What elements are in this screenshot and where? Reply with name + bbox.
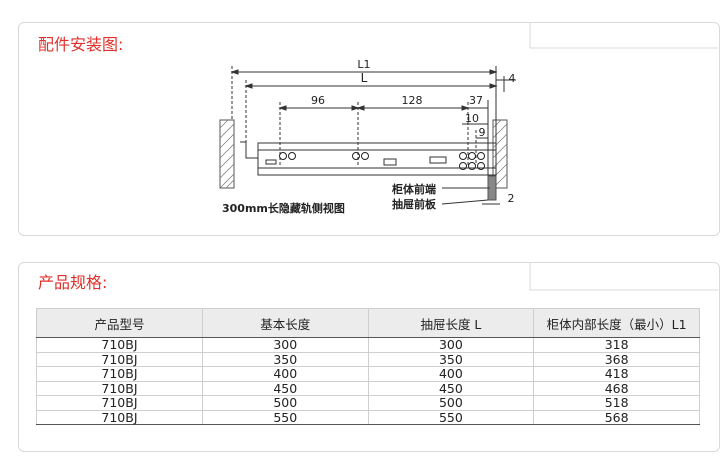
col-model-header: 产品型号 bbox=[36, 308, 203, 338]
table-row: 710BJ 500 500 518 bbox=[36, 395, 700, 411]
cabinet-front-label: 柜体前端 bbox=[391, 182, 436, 196]
col-cabinet-length-header: 柜体内部长度（最小）L1 bbox=[533, 308, 700, 338]
col-base-length-header: 基本长度 bbox=[201, 308, 369, 338]
cell-cabinet-length: 468 bbox=[533, 380, 700, 396]
dim-9-label: 9 bbox=[479, 126, 486, 139]
slide-rail-diagram: L1 L 96 128 37 10 9 4 2 柜体前端 抽屉前板 300mm长… bbox=[219, 22, 718, 215]
dim-4-label: 4 bbox=[509, 72, 516, 85]
cell-drawer-length: 300 bbox=[367, 337, 535, 353]
specs-table: 产品型号 基本长度 抽屉长度 L 柜体内部长度（最小）L1 710BJ 300 … bbox=[36, 308, 700, 425]
cell-base-length: 300 bbox=[201, 337, 369, 353]
cell-base-length: 400 bbox=[201, 366, 369, 382]
cell-cabinet-length: 568 bbox=[533, 409, 700, 425]
cell-cabinet-length: 418 bbox=[533, 366, 700, 382]
install-panel: 配件安装图: bbox=[18, 22, 720, 236]
table-row: 710BJ 450 450 468 bbox=[36, 380, 700, 396]
table-row: 710BJ 550 550 568 bbox=[36, 409, 700, 425]
dim-37-label: 37 bbox=[469, 94, 483, 107]
cell-drawer-length: 450 bbox=[367, 380, 535, 396]
dim-l1-label: L1 bbox=[357, 58, 370, 71]
cell-model: 710BJ bbox=[36, 380, 203, 396]
cell-base-length: 450 bbox=[201, 380, 369, 396]
install-title: 配件安装图: bbox=[38, 35, 124, 54]
dim-96-label: 96 bbox=[311, 94, 325, 107]
col-drawer-length-header: 抽屉长度 L bbox=[367, 308, 535, 338]
cell-model: 710BJ bbox=[36, 351, 203, 367]
cell-cabinet-length: 518 bbox=[533, 395, 700, 411]
cell-model: 710BJ bbox=[36, 366, 203, 382]
diagram-caption: 300mm长隐藏轨侧视图 bbox=[222, 201, 345, 215]
dim-l-label: L bbox=[361, 71, 368, 85]
dim-2-label: 2 bbox=[508, 192, 515, 205]
cell-drawer-length: 350 bbox=[367, 351, 535, 367]
cell-drawer-length: 500 bbox=[367, 395, 535, 411]
dim-10-label: 10 bbox=[465, 112, 479, 125]
cell-drawer-length: 550 bbox=[367, 409, 535, 425]
table-row: 710BJ 400 400 418 bbox=[36, 366, 700, 382]
cell-cabinet-length: 368 bbox=[533, 351, 700, 367]
cell-cabinet-length: 318 bbox=[533, 337, 700, 353]
cell-model: 710BJ bbox=[36, 395, 203, 411]
table-row: 710BJ 300 300 318 bbox=[36, 337, 700, 353]
cell-base-length: 500 bbox=[201, 395, 369, 411]
specs-header-row: 产品型号 基本长度 抽屉长度 L 柜体内部长度（最小）L1 bbox=[36, 308, 700, 338]
specs-title: 产品规格: bbox=[38, 273, 108, 292]
table-row: 710BJ 350 350 368 bbox=[36, 351, 700, 367]
cell-base-length: 350 bbox=[201, 351, 369, 367]
cell-model: 710BJ bbox=[36, 337, 203, 353]
cell-model: 710BJ bbox=[36, 409, 203, 425]
drawer-front-label: 抽屉前板 bbox=[392, 197, 437, 211]
cell-base-length: 550 bbox=[201, 409, 369, 425]
cell-drawer-length: 400 bbox=[367, 366, 535, 382]
dim-128-label: 128 bbox=[402, 94, 423, 107]
